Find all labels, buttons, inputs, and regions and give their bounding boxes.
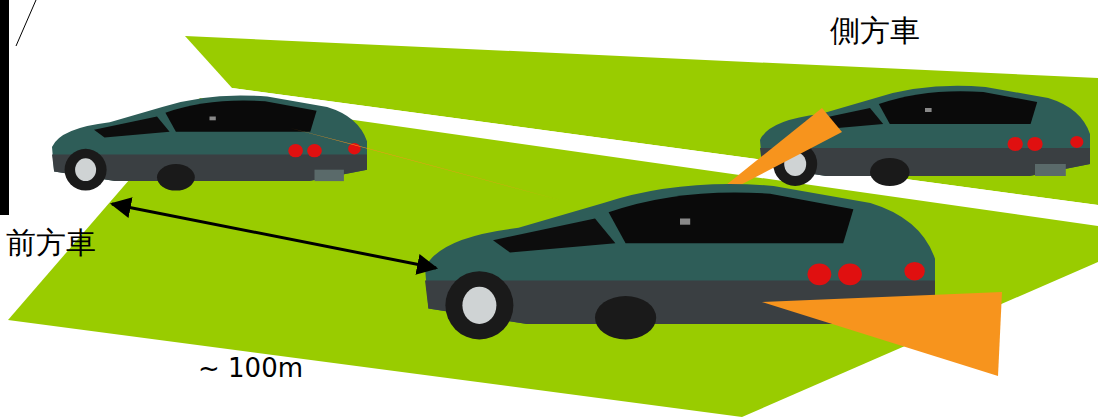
- distance-label: ~ 100m: [198, 354, 303, 383]
- vehicle-label: 側方車: [830, 14, 920, 47]
- vehicle-label: 前方車: [6, 226, 96, 259]
